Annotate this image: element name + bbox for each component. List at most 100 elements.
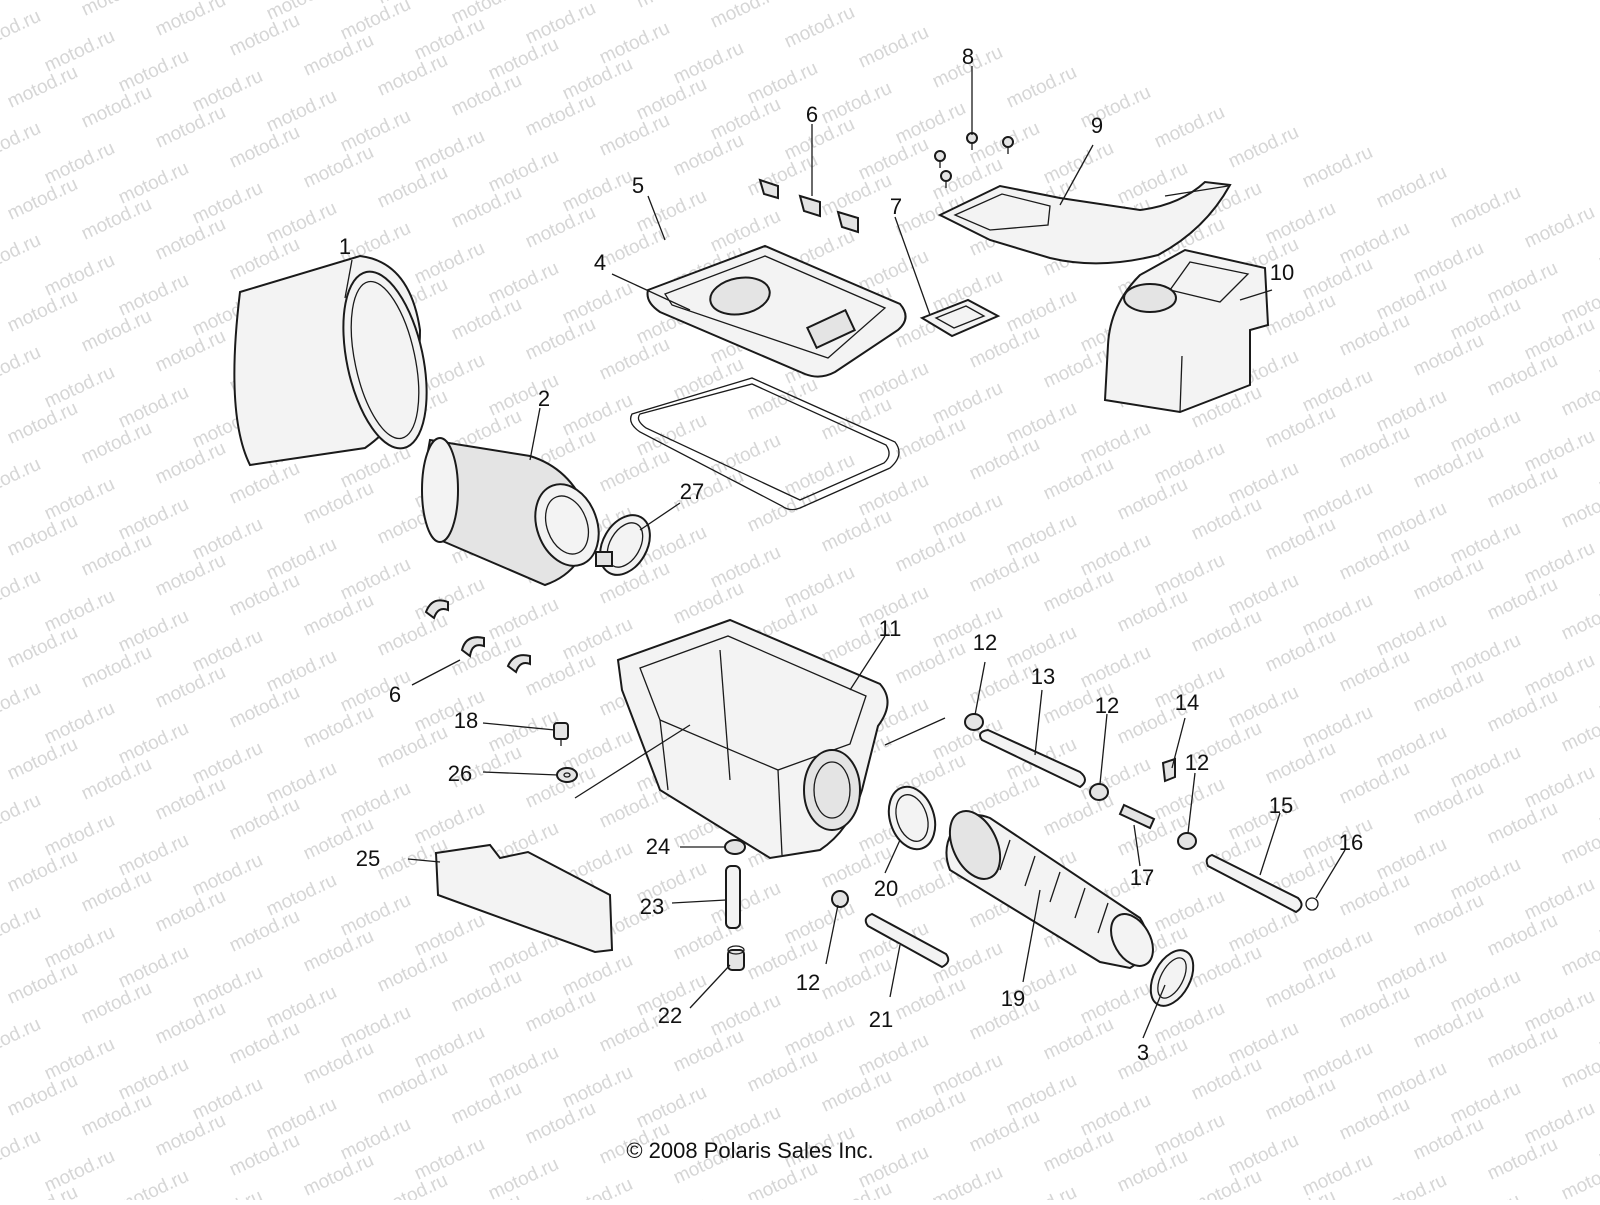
callout-12-c: 12 <box>1185 750 1209 775</box>
watermark-text: motod.ru <box>670 1026 747 1077</box>
watermark-text: motod.ru <box>41 922 118 973</box>
part-8-screws <box>934 132 1014 188</box>
watermark-text: motod.ru <box>4 286 81 337</box>
watermark-text: motod.ru <box>78 866 155 917</box>
callout-22: 22 <box>658 1003 682 1028</box>
watermark-text: motod.ru <box>1521 650 1598 701</box>
watermark-text: motod.ru <box>485 258 562 309</box>
callout-layer: 1 2 3 4 5 6 6 7 8 9 10 11 12 12 12 12 13… <box>339 44 1363 1065</box>
watermark-text: motod.ru <box>818 1178 895 1200</box>
watermark-text: motod.ru <box>966 770 1043 821</box>
watermark-text: motod.ru <box>4 734 81 785</box>
callout-16: 16 <box>1339 830 1363 855</box>
watermark-text: motod.ru <box>1262 290 1339 341</box>
watermark-text: motod.ru <box>1188 494 1265 545</box>
watermark-text: motod.ru <box>1558 1154 1600 1200</box>
watermark-text: motod.ru <box>744 150 821 201</box>
watermark-text: motod.ru <box>0 6 44 57</box>
watermark-text: motod.ru <box>1373 498 1450 549</box>
callout-19: 19 <box>1001 986 1025 1011</box>
part-20-coupler <box>887 785 937 851</box>
callout-5: 5 <box>632 173 644 198</box>
watermark-text: motod.ru <box>300 142 377 193</box>
watermark-text: motod.ru <box>78 194 155 245</box>
watermark-text: motod.ru <box>1447 294 1524 345</box>
watermark-text: motod.ru <box>115 382 192 433</box>
callout-9: 9 <box>1091 113 1103 138</box>
watermark-text: motod.ru <box>115 718 192 769</box>
callout-13: 13 <box>1031 664 1055 689</box>
watermark-text: motod.ru <box>1299 590 1376 641</box>
watermark-text: motod.ru <box>1373 1170 1450 1200</box>
watermark-text: motod.ru <box>818 170 895 221</box>
watermark-text: motod.ru <box>78 1090 155 1141</box>
watermark-text: motod.ru <box>855 470 932 521</box>
watermark-text: motod.ru <box>115 494 192 545</box>
watermark-text: motod.ru <box>1299 814 1376 865</box>
watermark-text: motod.ru <box>448 1078 525 1129</box>
watermark-text: motod.ru <box>818 506 895 557</box>
watermark-text: motod.ru <box>448 1190 525 1200</box>
watermark-text: motod.ru <box>411 238 488 289</box>
watermark-text: motod.ru <box>78 418 155 469</box>
watermark-text: motod.ru <box>1373 162 1450 213</box>
watermark-text: motod.ru <box>0 902 44 953</box>
part-23-tube <box>725 865 741 929</box>
watermark-text: motod.ru <box>929 1162 1006 1200</box>
copyright-text: © 2008 Polaris Sales Inc. <box>626 1138 874 1163</box>
part-19-boot <box>945 810 1154 970</box>
watermark-text: motod.ru <box>115 1166 192 1200</box>
watermark-text: motod.ru <box>337 1002 414 1053</box>
watermark-text: motod.ru <box>1336 218 1413 269</box>
watermark-text: motod.ru <box>300 30 377 81</box>
watermark-text: motod.ru <box>189 514 266 565</box>
watermark-text: motod.ru <box>152 326 229 377</box>
watermark-text: motod.ru <box>226 794 303 845</box>
watermark-text: motod.ru <box>1484 686 1561 737</box>
watermark-text: motod.ru <box>855 134 932 185</box>
watermark-text: motod.ru <box>189 178 266 229</box>
watermark-text: motod.ru <box>1410 778 1487 829</box>
watermark-text: motod.ru <box>892 974 969 1025</box>
watermark-text: motod.ru <box>707 878 784 929</box>
watermark-text: motod.ru <box>1262 1186 1339 1200</box>
watermark-text: motod.ru <box>1077 978 1154 1029</box>
watermark-text: motod.ru <box>1151 102 1228 153</box>
watermark-text: motod.ru <box>226 458 303 509</box>
watermark-text: motod.ru <box>374 946 451 997</box>
watermark-text: motod.ru <box>300 702 377 753</box>
watermark-text: motod.ru <box>1521 202 1598 253</box>
watermark-text: motod.ru <box>1484 258 1561 309</box>
watermark-text: motod.ru <box>1188 606 1265 657</box>
watermark-text: motod.ru <box>1225 122 1302 173</box>
watermark-text: motod.ru <box>892 526 969 577</box>
watermark-text: motod.ru <box>1447 518 1524 569</box>
part-26-washer <box>556 767 578 783</box>
watermark-text: motod.ru <box>152 886 229 937</box>
watermark-text: motod.ru <box>559 1174 636 1200</box>
watermark-text: motod.ru <box>707 94 784 145</box>
watermark-text: motod.ru <box>818 1066 895 1117</box>
watermark-text: motod.ru <box>0 230 44 281</box>
watermark-text: motod.ru <box>189 850 266 901</box>
watermark-text: motod.ru <box>226 570 303 621</box>
watermark-text: motod.ru <box>4 1182 81 1200</box>
watermark-text: motod.ru <box>1188 1166 1265 1200</box>
watermark-text: motod.ru <box>1225 906 1302 957</box>
watermark-text: motod.ru <box>374 1058 451 1109</box>
watermark-text: motod.ru <box>1447 742 1524 793</box>
watermark-text: motod.ru <box>263 646 340 697</box>
watermark-text: motod.ru <box>1336 534 1413 585</box>
watermark-text: motod.ru <box>744 1158 821 1200</box>
watermark-text: motod.ru <box>1521 426 1598 477</box>
watermark-text: motod.ru <box>485 930 562 981</box>
watermark-text: motod.ru <box>892 414 969 465</box>
watermark-text: motod.ru <box>1003 1070 1080 1121</box>
watermark-text: motod.ru <box>1410 666 1487 717</box>
watermark-text: motod.ru <box>596 18 673 69</box>
watermark-text: motod.ru <box>1336 870 1413 921</box>
watermark-text: motod.ru <box>855 22 932 73</box>
watermark-text: motod.ru <box>1040 1014 1117 1065</box>
watermark-text: motod.ru <box>707 542 784 593</box>
watermark-text: motod.ru <box>374 610 451 661</box>
